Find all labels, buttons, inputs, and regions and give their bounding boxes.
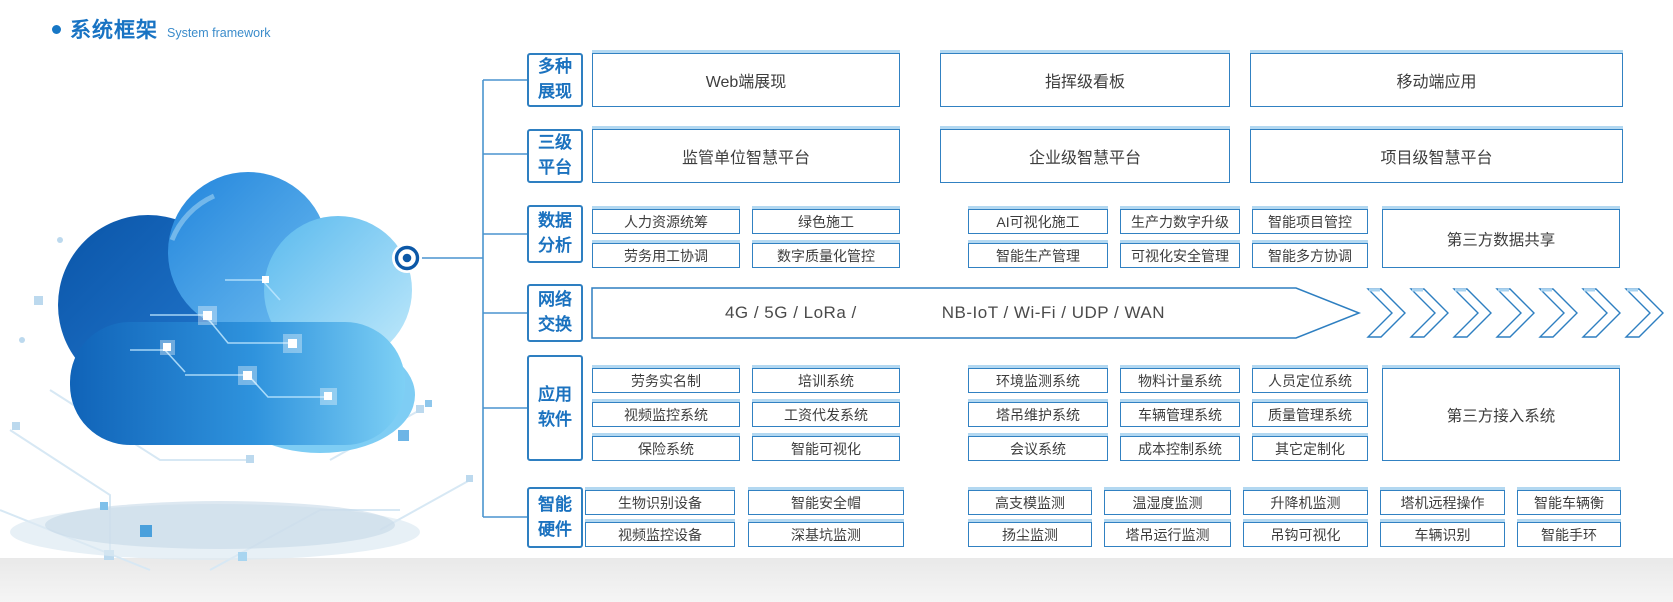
category-smart-hardware: 智能 硬件 <box>527 487 583 548</box>
framework-box: 高支模监测 <box>968 490 1092 515</box>
framework-box: 会议系统 <box>968 436 1108 461</box>
category-multi-display: 多种 展现 <box>527 53 583 107</box>
framework-box: 成本控制系统 <box>1120 436 1240 461</box>
box-web-display: Web端展现 <box>592 53 900 107</box>
glow-squares <box>160 276 337 405</box>
category-app-software: 应用 软件 <box>527 355 583 461</box>
category-data-analysis: 数据 分析 <box>527 205 583 263</box>
framework-box: 人员定位系统 <box>1252 368 1368 393</box>
framework-box: 视频监控系统 <box>592 402 740 427</box>
framework-box: AI可视化施工 <box>968 209 1108 234</box>
framework-box: 数字质量化管控 <box>752 243 900 268</box>
framework-box: 温湿度监测 <box>1104 490 1231 515</box>
framework-box: 劳务用工协调 <box>592 243 740 268</box>
framework-box: 塔吊维护系统 <box>968 402 1108 427</box>
framework-box: 培训系统 <box>752 368 900 393</box>
band-text-left: 4G / 5G / LoRa / <box>724 303 857 322</box>
box-enterprise-platform: 企业级智慧平台 <box>940 129 1230 183</box>
chevron-arrows <box>1366 288 1664 338</box>
floating-squares <box>100 400 432 561</box>
cloud-illustration <box>0 172 473 571</box>
framework-box: 车辆管理系统 <box>1120 402 1240 427</box>
box-supervision-platform: 监管单位智慧平台 <box>592 129 900 183</box>
bullet-icon <box>52 24 61 34</box>
framework-box: 保险系统 <box>592 436 740 461</box>
title-zh: 系统框架 <box>70 19 158 42</box>
framework-box: 其它定制化 <box>1252 436 1368 461</box>
title-en: System framework <box>167 26 271 40</box>
framework-box: 智能可视化 <box>752 436 900 461</box>
box-command-dashboard: 指挥级看板 <box>940 53 1230 107</box>
category-network-exchange: 网络 交换 <box>527 284 583 342</box>
framework-box: 升降机监测 <box>1243 490 1368 515</box>
box-mobile-app: 移动端应用 <box>1250 53 1623 107</box>
framework-box: 吊钩可视化 <box>1243 522 1368 547</box>
framework-box: 生物识别设备 <box>585 490 735 515</box>
framework-box: 工资代发系统 <box>752 402 900 427</box>
framework-box: 劳务实名制 <box>592 368 740 393</box>
framework-box: 人力资源统筹 <box>592 209 740 234</box>
framework-box: 质量管理系统 <box>1252 402 1368 427</box>
framework-box: 可视化安全管理 <box>1120 243 1240 268</box>
framework-box: 生产力数字升级 <box>1120 209 1240 234</box>
framework-box: 智能多方协调 <box>1252 243 1368 268</box>
band-text-right: NB-IoT / Wi-Fi / UDP / WAN <box>941 303 1166 322</box>
box-third-party-data-sharing: 第三方数据共享 <box>1382 209 1620 268</box>
network-band <box>591 287 1362 339</box>
hub-node <box>392 243 422 273</box>
framework-box: 智能安全帽 <box>748 490 904 515</box>
category-three-level-platform: 三级 平台 <box>527 129 583 183</box>
network-band-text: 4G / 5G / LoRa / NB-IoT / Wi-Fi / UDP / … <box>592 288 1298 338</box>
framework-box: 视频监控设备 <box>585 522 735 547</box>
framework-box: 智能生产管理 <box>968 243 1108 268</box>
framework-box: 环境监测系统 <box>968 368 1108 393</box>
framework-box: 深基坑监测 <box>748 522 904 547</box>
bottom-strip <box>0 558 1673 602</box>
page-title: 系统框架 System framework <box>52 14 271 44</box>
framework-box: 塔吊运行监测 <box>1104 522 1231 547</box>
framework-box: 智能车辆衡 <box>1517 490 1621 515</box>
framework-box: 智能项目管控 <box>1252 209 1368 234</box>
framework-box: 车辆识别 <box>1380 522 1505 547</box>
framework-box: 扬尘监测 <box>968 522 1092 547</box>
framework-box: 物料计量系统 <box>1120 368 1240 393</box>
framework-box: 智能手环 <box>1517 522 1621 547</box>
box-third-party-access-system: 第三方接入系统 <box>1382 368 1620 461</box>
framework-box: 塔机远程操作 <box>1380 490 1505 515</box>
framework-box: 绿色施工 <box>752 209 900 234</box>
box-project-platform: 项目级智慧平台 <box>1250 129 1623 183</box>
